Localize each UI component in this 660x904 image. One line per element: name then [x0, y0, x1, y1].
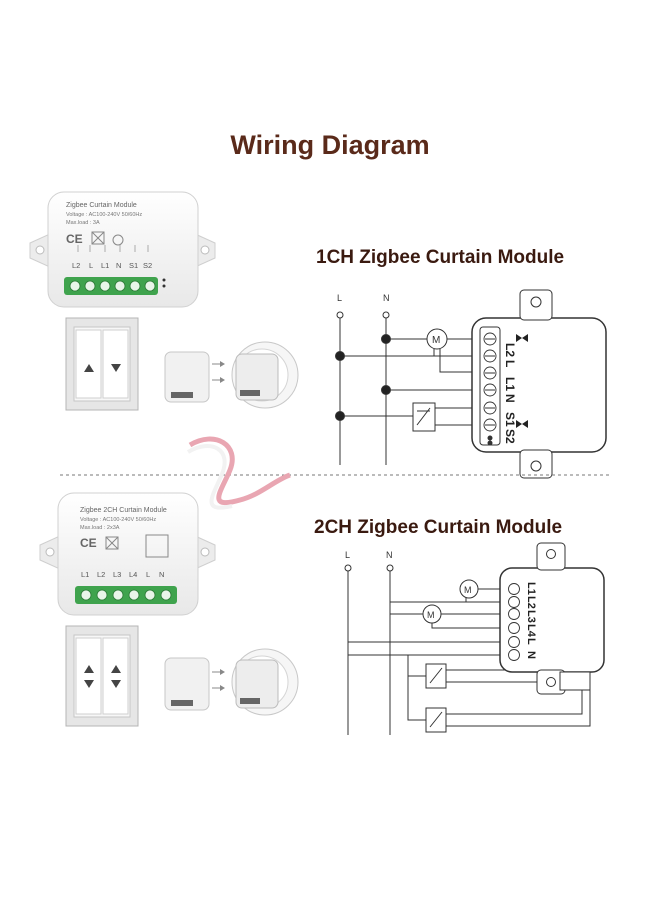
mini-assembly-1ch — [164, 341, 299, 409]
line-label-l-2: L — [345, 550, 350, 560]
module-2ch: Zigbee 2CH Curtain Module Voltage : AC10… — [39, 492, 216, 616]
mini-assembly-2ch — [164, 648, 299, 716]
line-label-n: N — [383, 293, 390, 303]
svg-text:L3: L3 — [113, 570, 121, 579]
page-title: Wiring Diagram — [230, 130, 430, 160]
svg-text:L1: L1 — [503, 377, 517, 391]
wall-switch-2ch — [65, 625, 139, 727]
svg-text:L4: L4 — [129, 570, 137, 579]
module-2ch-terminal-labels: L1 L2 L3 L4 L N — [81, 570, 164, 579]
svg-text:L: L — [503, 360, 517, 367]
module-1ch-voltage: Voltage : AC100-240V 50/60Hz — [66, 212, 142, 218]
svg-text:S2: S2 — [143, 261, 152, 270]
down-arrow-icon — [111, 364, 121, 372]
module-1ch-terminal-labels: L2 L L1 N S1 S2 — [72, 261, 152, 270]
svg-text:S2: S2 — [503, 429, 517, 444]
svg-text:M: M — [427, 610, 435, 620]
svg-text:L: L — [525, 638, 537, 645]
module-1ch-maxload: Max.load : 3A — [66, 220, 100, 226]
svg-text:L: L — [146, 570, 150, 579]
schematic-1ch: L N M — [335, 289, 607, 479]
svg-text:L1: L1 — [81, 570, 89, 579]
wall-switch-1ch — [65, 317, 139, 411]
svg-text:M: M — [432, 335, 440, 346]
ce-mark-2: CE — [80, 536, 97, 550]
svg-text:L1: L1 — [101, 261, 109, 270]
svg-text:S1: S1 — [129, 261, 138, 270]
svg-text:N: N — [159, 570, 164, 579]
svg-text:N: N — [503, 394, 517, 403]
svg-text:S1: S1 — [503, 412, 517, 427]
schematic-1ch-terminal-labels: L2 L L1 N S1 S2 — [503, 343, 517, 444]
ce-mark: CE — [66, 232, 83, 246]
line-label-l: L — [337, 293, 342, 303]
schematic-2ch-terminal-labels: L1 L2 L3 L4 L N — [525, 582, 537, 659]
section-1-heading: 1CH Zigbee Curtain Module — [316, 247, 564, 268]
module-1ch-name: Zigbee Curtain Module — [66, 202, 137, 209]
svg-text:L2: L2 — [503, 343, 517, 357]
svg-text:L2: L2 — [97, 570, 105, 579]
svg-text:L3: L3 — [525, 610, 537, 623]
module-1ch: Zigbee Curtain Module Voltage : AC100-24… — [29, 191, 216, 308]
svg-text:L2: L2 — [72, 261, 80, 270]
svg-text:L1: L1 — [525, 582, 537, 595]
svg-text:M: M — [464, 585, 472, 595]
up-arrow-icon — [84, 364, 94, 372]
line-label-n-2: N — [386, 550, 393, 560]
svg-text:L: L — [89, 261, 93, 270]
svg-text:N: N — [116, 261, 121, 270]
schematic-2ch: L N M M — [344, 542, 605, 735]
svg-text:L4: L4 — [525, 624, 537, 638]
module-2ch-maxload: Max.load : 2x3A — [80, 525, 120, 531]
module-2ch-voltage: Voltage : AC100-240V 50/60Hz — [80, 517, 156, 523]
bin-icon — [91, 231, 105, 245]
cable-bundle — [186, 436, 291, 510]
svg-text:N: N — [525, 651, 537, 659]
module-2ch-name: Zigbee 2CH Curtain Module — [80, 507, 167, 514]
section-2-heading: 2CH Zigbee Curtain Module — [314, 517, 562, 538]
svg-text:L2: L2 — [525, 596, 537, 609]
switch-icon — [412, 402, 436, 432]
